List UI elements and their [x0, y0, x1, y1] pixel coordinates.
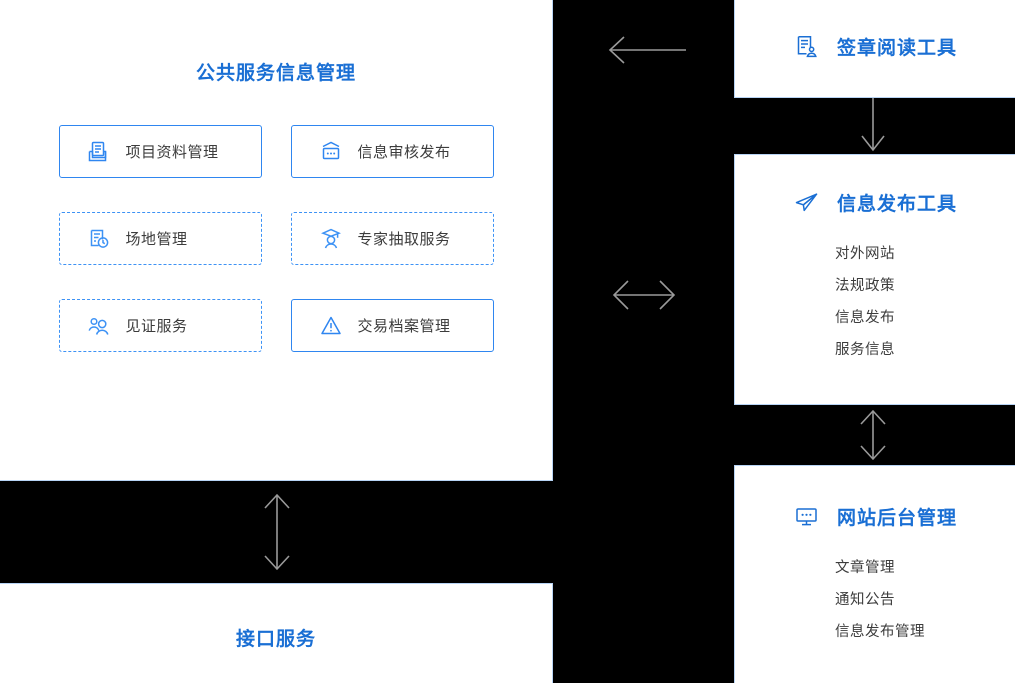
tile-witness-service[interactable]: 见证服务: [58, 299, 262, 352]
monitor-icon: [793, 503, 820, 530]
panel-interface-service-title: 接口服务: [235, 629, 316, 650]
list-item[interactable]: 对外网站: [835, 246, 895, 262]
list-item[interactable]: 服务信息: [835, 342, 895, 358]
public-service-tile-grid: 项目资料管理 信息审核发布: [58, 125, 494, 352]
arrow-publish-to-backend: [849, 405, 897, 465]
tile-label: 场地管理: [125, 230, 188, 248]
tile-venue-management[interactable]: 场地管理: [58, 212, 262, 265]
tile-transaction-archive[interactable]: 交易档案管理: [290, 299, 494, 352]
panel-seal-reader-title: 签章阅读工具: [836, 38, 957, 59]
arrow-public-to-interface: [252, 481, 302, 583]
tile-project-materials[interactable]: 项目资料管理: [58, 125, 262, 178]
panel-info-publish-title: 信息发布工具: [836, 194, 957, 215]
panel-info-publish: 信息发布工具 对外网站 法规政策 信息发布 服务信息: [734, 154, 1015, 405]
panel-seal-reader: 签章阅读工具: [734, 0, 1015, 98]
list-item[interactable]: 信息发布: [835, 310, 895, 326]
list-item[interactable]: 法规政策: [835, 278, 895, 294]
list-item[interactable]: 文章管理: [835, 560, 895, 576]
tile-label: 交易档案管理: [357, 317, 451, 335]
list-item[interactable]: 通知公告: [835, 592, 895, 608]
panel-site-backend: 网站后台管理 文章管理 通知公告 信息发布管理: [734, 465, 1015, 683]
document-seal-icon: [793, 33, 820, 60]
graduate-person-icon: [318, 226, 344, 252]
arrow-seal-to-public: [600, 32, 688, 68]
document-lines-icon: [86, 139, 112, 165]
panel-public-service-title: 公共服务信息管理: [195, 63, 356, 84]
two-people-icon: [86, 313, 112, 339]
panel-seal-reader-header: 签章阅读工具: [735, 33, 1015, 60]
warning-triangle-icon: [318, 313, 344, 339]
panel-public-service: 公共服务信息管理 项目资料管理: [0, 0, 553, 481]
document-clock-icon: [86, 226, 112, 252]
arrow-seal-to-publish: [849, 98, 897, 154]
inbox-tray-icon: [318, 139, 344, 165]
info-publish-list: 对外网站 法规政策 信息发布 服务信息: [735, 238, 1015, 366]
panel-site-backend-title: 网站后台管理: [836, 508, 957, 529]
panel-site-backend-header: 网站后台管理: [735, 503, 1015, 530]
tile-info-review-publish[interactable]: 信息审核发布: [290, 125, 494, 178]
arrow-publish-to-public: [604, 272, 684, 318]
tile-label: 项目资料管理: [125, 143, 219, 161]
tile-expert-selection[interactable]: 专家抽取服务: [290, 212, 494, 265]
tile-label: 见证服务: [125, 317, 188, 335]
paper-plane-icon: [793, 189, 820, 216]
list-item[interactable]: 信息发布管理: [835, 624, 925, 640]
tile-label: 信息审核发布: [357, 143, 451, 161]
panel-info-publish-header: 信息发布工具: [735, 189, 1015, 216]
site-backend-list: 文章管理 通知公告 信息发布管理: [735, 552, 1015, 648]
panel-interface-service: 接口服务: [0, 583, 553, 683]
tile-label: 专家抽取服务: [357, 230, 451, 248]
